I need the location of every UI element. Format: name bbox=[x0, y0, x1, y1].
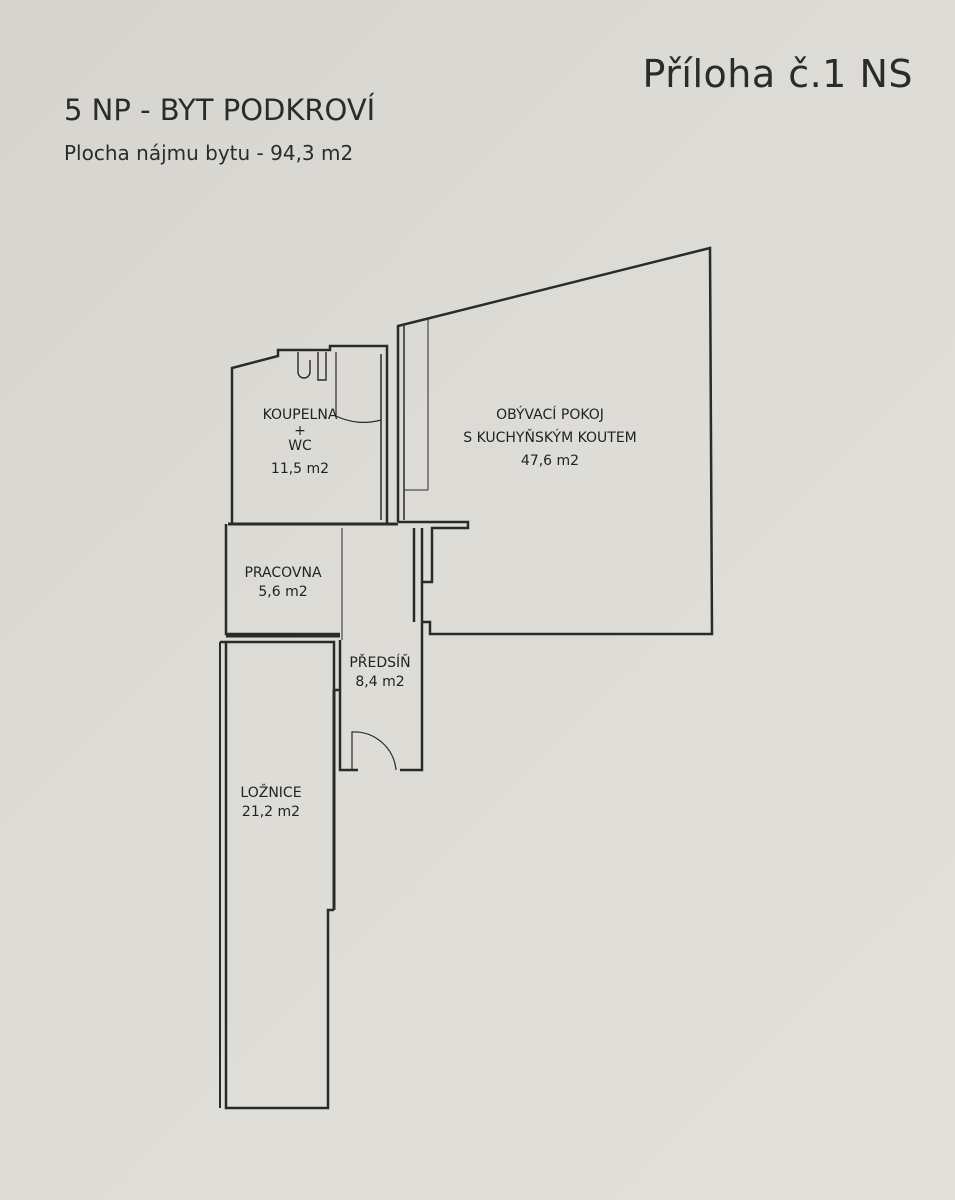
bathroom-label: KOUPELNA + WC 11,5 m2 bbox=[240, 406, 360, 479]
living-room-walls bbox=[396, 246, 714, 636]
bathroom-walls bbox=[230, 344, 389, 524]
study-area: 5,6 m2 bbox=[258, 584, 308, 600]
page-subtitle: Plocha nájmu bytu - 94,3 m2 bbox=[64, 141, 354, 165]
living-partition-stub bbox=[398, 520, 470, 584]
bedroom-name: LOŽNICE bbox=[240, 785, 302, 801]
attachment-label: Příloha č.1 NS bbox=[642, 52, 913, 96]
living-room-name: OBÝVACÍ POKOJ bbox=[496, 407, 604, 423]
hall-walls bbox=[400, 528, 424, 772]
bedroom-area: 21,2 m2 bbox=[241, 804, 301, 820]
bathroom-fixture bbox=[297, 352, 327, 381]
hall-name: PŘEDSÍŇ bbox=[349, 655, 411, 671]
bedroom-label: LOŽNICE 21,2 m2 bbox=[224, 784, 318, 822]
study-label: PRACOVNA 5,6 m2 bbox=[226, 564, 340, 602]
living-room-area: 47,6 m2 bbox=[520, 453, 580, 469]
living-room-name2: S KUCHYŇSKÝM KOUTEM bbox=[463, 430, 637, 446]
study-walls bbox=[224, 524, 340, 636]
hall-label: PŘEDSÍŇ 8,4 m2 bbox=[340, 654, 420, 692]
study-name: PRACOVNA bbox=[244, 565, 322, 581]
bathroom-door-swing bbox=[335, 352, 382, 423]
bedroom-walls bbox=[224, 642, 334, 1110]
page-title: 5 NP - BYT PODKROVÍ bbox=[64, 93, 376, 127]
living-room-label: OBÝVACÍ POKOJ S KUCHYŇSKÝM KOUTEM 47,6 m… bbox=[440, 406, 660, 471]
bathroom-name: KOUPELNA bbox=[262, 407, 338, 423]
bathroom-plus: + bbox=[294, 423, 306, 439]
bathroom-name2: WC bbox=[288, 438, 312, 454]
entry-door-swing bbox=[351, 731, 397, 771]
bedroom-top-wall bbox=[220, 640, 340, 692]
hall-area: 8,4 m2 bbox=[355, 674, 405, 690]
bathroom-area: 11,5 m2 bbox=[270, 461, 330, 477]
